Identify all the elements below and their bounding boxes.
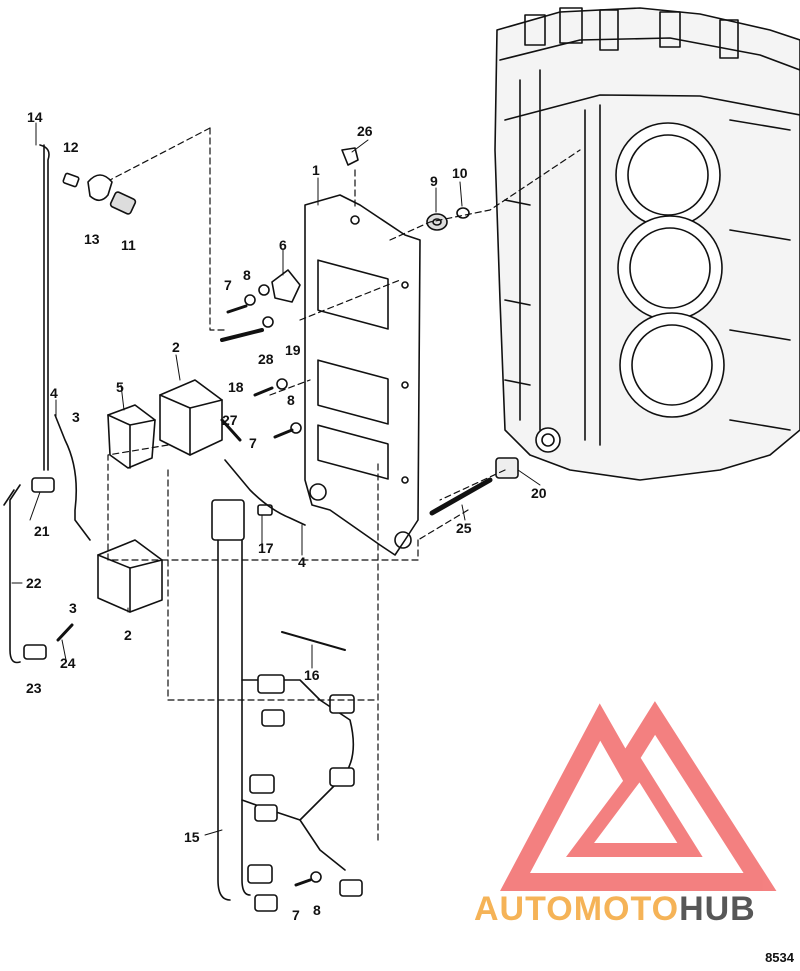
callout-7b: 7 xyxy=(249,435,257,451)
callout-7a: 7 xyxy=(224,277,232,293)
callout-1: 1 xyxy=(312,162,320,178)
mounting-plate xyxy=(304,194,421,556)
callout-26: 26 xyxy=(357,123,373,139)
wire-harness xyxy=(56,499,363,912)
engine-block xyxy=(494,7,800,481)
callout-11: 11 xyxy=(121,237,136,253)
callout-18: 18 xyxy=(228,379,244,395)
callout-8b: 8 xyxy=(287,392,295,408)
hoses xyxy=(3,144,55,664)
callout-10: 10 xyxy=(452,165,468,181)
callout-labels: 14 12 13 11 1 26 9 10 6 7 8 19 28 18 27 … xyxy=(26,109,547,923)
callout-13: 13 xyxy=(84,231,100,247)
leader-lines xyxy=(11,122,541,836)
watermark-logo: AUTOMOTOHUB xyxy=(474,701,777,928)
callout-24: 24 xyxy=(60,655,76,671)
callout-4b: 4 xyxy=(298,554,306,570)
watermark-brand-part2: HUB xyxy=(679,890,756,928)
callout-2b: 2 xyxy=(124,627,132,643)
callout-14: 14 xyxy=(27,109,43,125)
sensor-assembly xyxy=(62,172,137,215)
spark-leads xyxy=(54,414,306,541)
plate-hardware xyxy=(220,147,519,887)
callout-6: 6 xyxy=(279,237,287,253)
callout-12: 12 xyxy=(63,139,79,155)
callout-3b: 3 xyxy=(69,600,77,616)
callout-15: 15 xyxy=(184,829,200,845)
callout-21: 21 xyxy=(34,523,50,539)
callout-2a: 2 xyxy=(172,339,180,355)
callout-19: 19 xyxy=(285,342,301,358)
ignition-coils xyxy=(97,379,242,613)
callout-8a: 8 xyxy=(243,267,251,283)
callout-22: 22 xyxy=(26,575,42,591)
callout-28: 28 xyxy=(258,351,274,367)
callout-20: 20 xyxy=(531,485,547,501)
callout-7c: 7 xyxy=(292,907,300,923)
callout-3a: 3 xyxy=(72,409,80,425)
callout-4a: 4 xyxy=(50,385,58,401)
callout-5: 5 xyxy=(116,379,124,395)
callout-23: 23 xyxy=(26,680,42,696)
figure-number: 8534 xyxy=(765,950,794,965)
alignment-lines xyxy=(107,127,581,841)
callout-16: 16 xyxy=(304,667,320,683)
callout-27: 27 xyxy=(222,412,238,428)
svg-text:AUTOMOTOHUB: AUTOMOTOHUB xyxy=(474,890,756,928)
watermark-brand-part1: AUTOMOTO xyxy=(474,890,679,928)
callout-8c: 8 xyxy=(313,902,321,918)
callout-17: 17 xyxy=(258,540,274,556)
callout-25: 25 xyxy=(456,520,472,536)
callout-9: 9 xyxy=(430,173,438,189)
